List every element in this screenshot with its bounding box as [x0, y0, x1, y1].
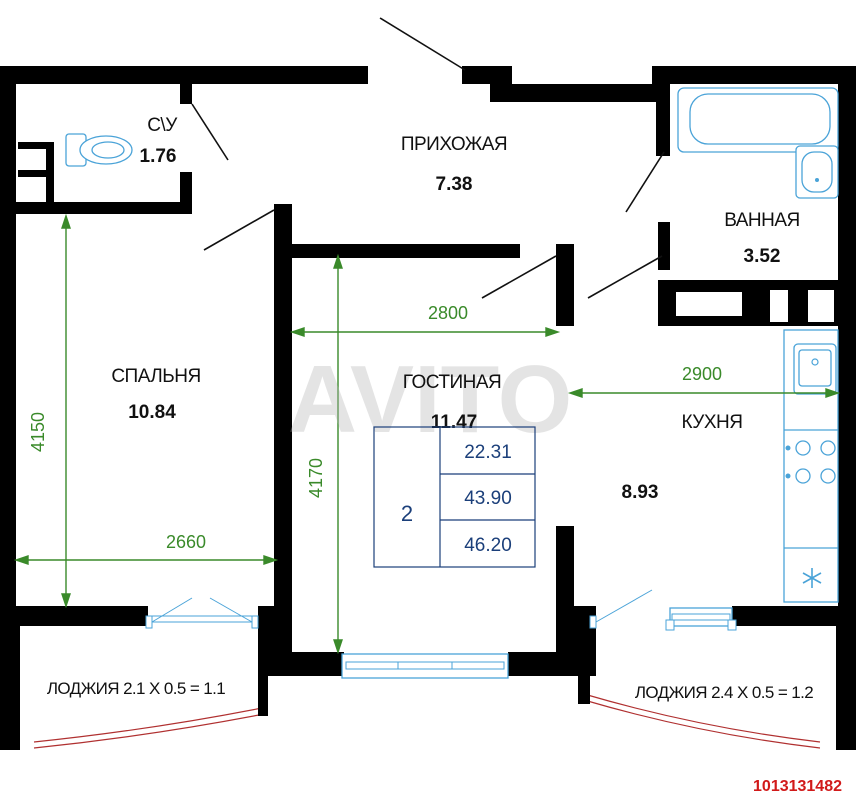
wall-su-right-upper	[180, 84, 192, 104]
dim-living-width: 2800	[428, 303, 468, 323]
loggia-left-label: ЛОДЖИЯ 2.1 Х 0.5 = 1.1	[47, 679, 225, 698]
wall-entry-right	[462, 66, 512, 84]
summary-value-3: 46.20	[464, 535, 512, 556]
summary-rooms-count: 2	[401, 501, 413, 526]
su-area: 1.76	[140, 146, 177, 167]
hall-name: ПРИХОЖАЯ	[401, 134, 507, 155]
summary-value-2: 43.90	[464, 488, 512, 509]
toilet	[65, 133, 133, 167]
bedroom-name: СПАЛЬНЯ	[111, 366, 200, 387]
wall-living-kitchen-upper	[556, 244, 574, 326]
bathtub	[677, 87, 839, 153]
wall-shaft-2	[18, 170, 52, 177]
wall-bed-bottom-left	[0, 606, 148, 626]
dimension-lines	[13, 213, 841, 655]
summary-value-1: 22.31	[464, 442, 512, 463]
wall-top-mid	[490, 84, 670, 102]
su-door	[191, 103, 229, 161]
dim-bedroom-width: 2660	[166, 532, 206, 552]
listing-id: 1013131482	[753, 778, 842, 795]
wall-bed-living	[274, 204, 292, 674]
bedroom-area: 10.84	[128, 402, 176, 423]
living-door	[481, 255, 557, 299]
kitchen-name: КУХНЯ	[682, 412, 743, 433]
bedroom-door	[203, 209, 275, 251]
living-name: ГОСТИНАЯ	[403, 372, 501, 393]
wall-kitchen-bottom-right	[732, 606, 856, 626]
wall-left	[0, 66, 16, 626]
wall-top-right	[652, 66, 856, 84]
balcony-door-bedroom	[145, 597, 259, 629]
walls	[0, 66, 856, 750]
wall-bath-left-lower	[658, 222, 670, 270]
window-living	[341, 653, 509, 679]
loggia-rails	[33, 690, 821, 749]
kitchen-sink	[793, 343, 837, 395]
bath-door	[625, 151, 665, 213]
bath-name: ВАННАЯ	[724, 210, 800, 231]
bath-cabinets	[658, 280, 840, 326]
dim-bedroom-height: 4150	[28, 412, 48, 452]
dim-kitchen-width: 2900	[682, 364, 722, 384]
bath-sink	[795, 145, 839, 199]
loggia-rail-posts	[258, 676, 590, 716]
su-name: С\У	[147, 115, 178, 136]
area-summary-table: 2 22.31 43.90 46.20	[373, 426, 536, 568]
wall-living-bottom-right	[508, 652, 574, 676]
hall-area: 7.38	[436, 174, 473, 195]
door-swings	[191, 17, 665, 299]
dim-living-height: 4170	[306, 458, 326, 498]
balcony-door-kitchen	[589, 589, 653, 629]
watermark-text: AVITO	[288, 346, 572, 453]
wall-living-top	[292, 244, 520, 258]
wall-living-bottom-left	[258, 652, 344, 676]
fridge-snowflake-icon	[802, 568, 822, 588]
bath-area: 3.52	[744, 246, 781, 267]
wall-shaft-3	[46, 142, 54, 204]
wall-shaft-1	[18, 142, 52, 149]
entry-door	[379, 17, 466, 71]
living-area: 11.47	[431, 412, 478, 433]
wall-loggia-right-edge	[836, 620, 856, 750]
wall-right	[838, 66, 856, 626]
wall-living-kitchen-lower	[556, 526, 574, 676]
wall-top-left	[0, 66, 368, 84]
kitchen-area: 8.93	[622, 482, 659, 503]
wall-loggia-left-edge	[0, 620, 20, 750]
loggia-right-label: ЛОДЖИЯ 2.4 Х 0.5 = 1.2	[635, 683, 813, 702]
kitchen-door	[587, 255, 663, 299]
wall-su-bottom	[14, 202, 190, 214]
stove	[785, 440, 836, 484]
wall-bath-left-upper	[656, 84, 670, 156]
wall-su-right-lower	[180, 172, 192, 214]
window-kitchen	[665, 607, 737, 631]
